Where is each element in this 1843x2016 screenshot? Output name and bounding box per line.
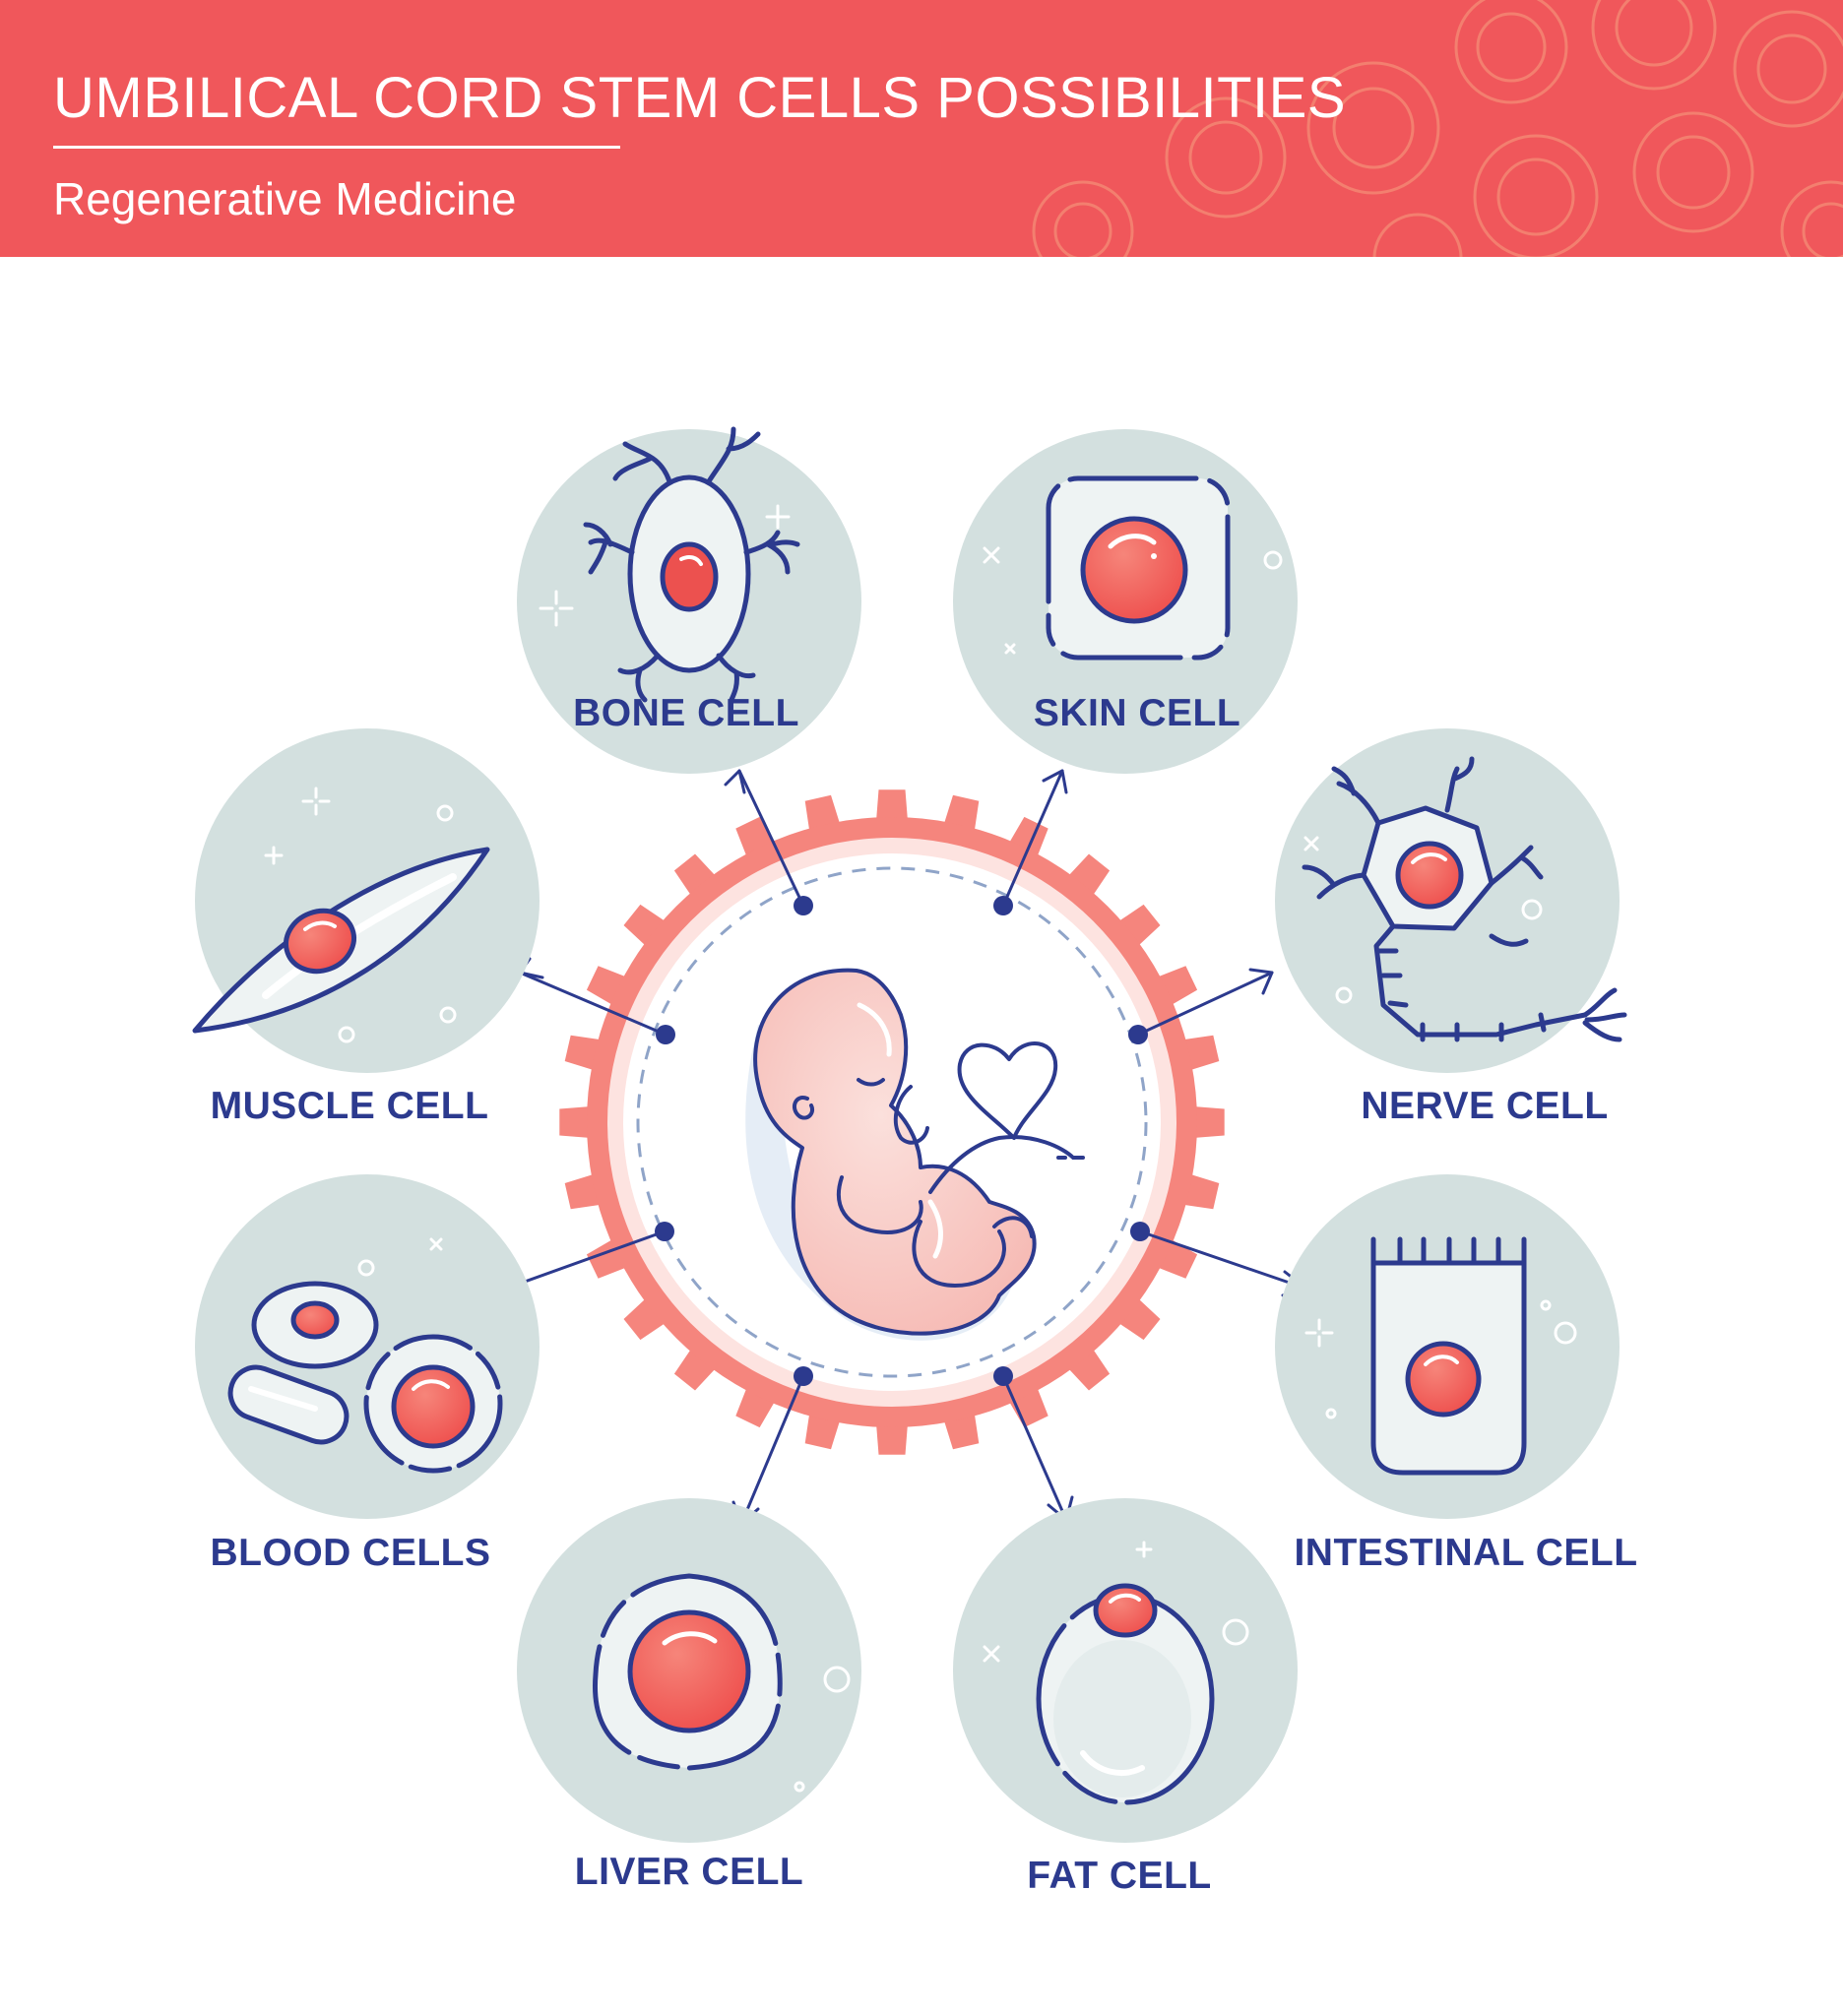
nerve-cell-label: NERVE CELL <box>1361 1085 1609 1127</box>
muscle-cell-icon <box>192 847 490 1034</box>
blood-cells-label: BLOOD CELLS <box>210 1532 491 1574</box>
page-subtitle: Regenerative Medicine <box>53 173 517 224</box>
nerve-cell-icon <box>1302 756 1627 1042</box>
bone-cell-label: BONE CELL <box>573 692 799 734</box>
sparkle-decoration <box>1303 836 1543 1004</box>
sparkle-decoration <box>983 546 1283 655</box>
sparkle-decoration <box>357 1237 443 1277</box>
sparkle-decoration <box>1304 1299 1577 1419</box>
muscle-cell-label: MUSCLE CELL <box>210 1085 489 1127</box>
circle-pattern-decoration <box>1032 0 1843 257</box>
sparkle-decoration <box>264 787 457 1043</box>
fat-cell-label: FAT CELL <box>1027 1855 1212 1897</box>
connector-dots <box>655 896 1150 1386</box>
intestinal-cell-label: INTESTINAL CELL <box>1294 1532 1638 1574</box>
bone-cell-icon <box>583 426 800 705</box>
blood-cells-icon <box>227 1281 503 1474</box>
header-banner: UMBILICAL CORD STEM CELLS POSSIBILITIES … <box>0 0 1843 257</box>
skin-cell-label: SKIN CELL <box>1033 692 1241 734</box>
page-title: UMBILICAL CORD STEM CELLS POSSIBILITIES <box>53 66 1347 130</box>
intestinal-cell-icon <box>1370 1236 1527 1476</box>
stem-cell-diagram <box>192 426 1627 1843</box>
sparkle-decoration <box>794 1666 851 1793</box>
sparkle-decoration <box>539 504 791 627</box>
fat-cell-icon <box>1036 1583 1215 1805</box>
liver-cell-label: LIVER CELL <box>574 1851 804 1893</box>
sparkle-decoration <box>983 1541 1249 1663</box>
liver-cell-icon <box>592 1573 783 1771</box>
fetus-illustration <box>745 968 1085 1341</box>
skin-cell-icon <box>1046 475 1231 661</box>
title-divider <box>53 146 620 149</box>
